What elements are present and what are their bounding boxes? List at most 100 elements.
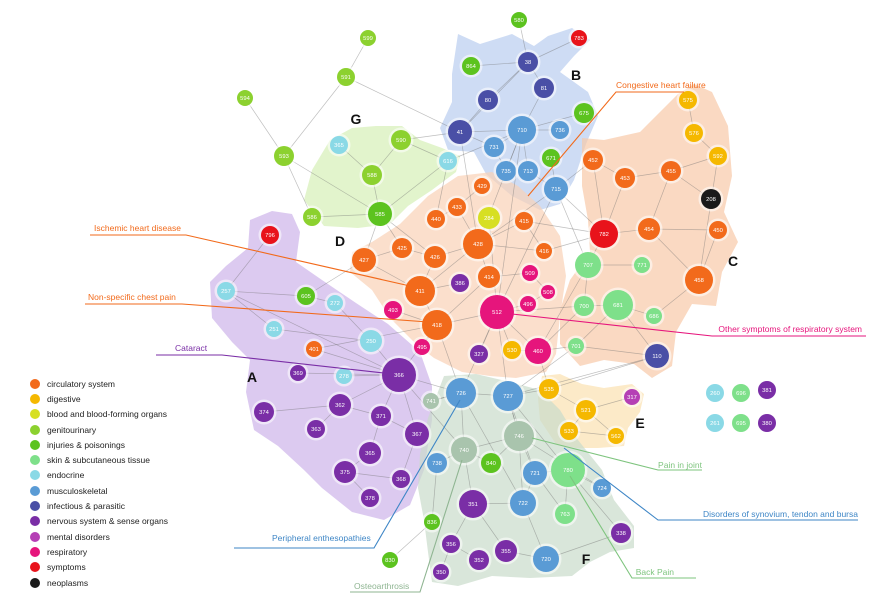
annotation-line — [156, 354, 385, 374]
node-circle — [306, 341, 322, 357]
node-circle — [706, 414, 724, 432]
node-label: 726 — [456, 391, 466, 397]
node-724: 724 — [590, 476, 614, 500]
legend-label: symptoms — [47, 562, 86, 573]
node-label: 710 — [517, 128, 527, 134]
node-493: 493 — [381, 298, 405, 322]
node-circle — [493, 381, 523, 411]
node-864: 864 — [459, 54, 483, 78]
node-590: 590 — [388, 127, 414, 153]
node-741: 741 — [420, 390, 442, 412]
node-label: 433 — [452, 205, 462, 211]
node-circle — [508, 116, 536, 144]
node-label: 453 — [620, 176, 630, 182]
node-label: 746 — [514, 434, 524, 440]
cluster-label-d: D — [335, 233, 345, 249]
annotation-label: Pain in joint — [658, 460, 703, 470]
node-509: 509 — [519, 262, 541, 284]
node-circle — [518, 161, 538, 181]
node-circle — [593, 479, 611, 497]
node-label: 782 — [599, 232, 609, 238]
annotation-line — [350, 459, 463, 593]
node-386: 386 — [448, 271, 472, 295]
node-circle — [392, 470, 410, 488]
node-circle — [555, 504, 575, 524]
node-591: 591 — [334, 65, 358, 89]
node-circle — [520, 296, 536, 312]
node-circle — [571, 30, 587, 46]
node-366: 366 — [379, 355, 419, 395]
node-circle — [496, 161, 516, 181]
node-circle — [254, 402, 274, 422]
node-label: 771 — [637, 263, 647, 269]
node-label: 686 — [649, 314, 659, 320]
node-426: 426 — [421, 243, 449, 271]
node-110: 110 — [642, 341, 672, 371]
node-circle — [439, 152, 457, 170]
node-circle — [297, 287, 315, 305]
node-circle — [534, 78, 554, 98]
legend-label: skin & subcutaneous tissue — [47, 455, 151, 466]
node-label: 366 — [394, 373, 404, 379]
node-671: 671 — [539, 146, 563, 170]
node-452: 452 — [580, 147, 606, 173]
edge — [698, 155, 719, 281]
annotation-line — [85, 303, 429, 323]
node-350: 350 — [430, 561, 452, 583]
legend-swatch — [30, 577, 40, 588]
node-592: 592 — [706, 144, 730, 168]
node-label: 418 — [432, 323, 442, 329]
node-836: 836 — [421, 511, 443, 533]
node-458: 458 — [682, 263, 716, 297]
annotation-label: Back Pain — [636, 567, 675, 577]
node-365b: 365 — [356, 439, 384, 467]
legend-item: infectious & parasitic — [30, 498, 220, 513]
node-575: 575 — [676, 88, 700, 112]
node-720: 720 — [530, 543, 562, 575]
node-circle — [329, 394, 351, 416]
node-label: 735 — [501, 169, 511, 175]
node-label: 562 — [611, 434, 621, 440]
node-label: 508 — [543, 290, 553, 296]
node-circle — [424, 514, 440, 530]
edge — [225, 290, 307, 297]
annotation-label: Cataract — [175, 343, 208, 353]
node-circle — [575, 252, 601, 278]
node-260: 260 — [703, 381, 727, 405]
node-circle — [424, 246, 446, 268]
node-label: 251 — [269, 327, 279, 333]
legend-item: respiratory — [30, 544, 220, 559]
annotation-line — [511, 313, 866, 337]
node-label: 696 — [736, 391, 746, 397]
node-circle — [706, 384, 724, 402]
node-746: 746 — [501, 418, 537, 454]
node-circle — [551, 453, 585, 487]
node-label: 351 — [468, 502, 478, 508]
node-428: 428 — [460, 226, 496, 262]
node-740: 740 — [448, 434, 480, 466]
node-415: 415 — [512, 209, 536, 233]
node-circle — [624, 389, 640, 405]
node-label: 428 — [473, 242, 483, 248]
node-circle — [274, 146, 294, 166]
node-738: 738 — [424, 450, 450, 476]
node-label: 415 — [519, 219, 529, 225]
node-362: 362 — [326, 391, 354, 419]
legend-swatch — [30, 393, 40, 404]
node-label: 284 — [484, 216, 494, 222]
node-label: 452 — [588, 158, 598, 164]
node-circle — [368, 202, 392, 226]
node-414: 414 — [475, 263, 503, 291]
node-label: 533 — [564, 429, 574, 435]
node-label: 509 — [525, 271, 535, 277]
cluster-label-e: E — [635, 415, 644, 431]
node-label: 681 — [613, 303, 623, 309]
node-circle — [352, 248, 376, 272]
node-circle — [544, 177, 568, 201]
node-327: 327 — [467, 342, 491, 366]
edge — [537, 264, 589, 352]
node-circle — [634, 257, 650, 273]
node-circle — [758, 414, 776, 432]
node-41: 41 — [445, 117, 475, 147]
